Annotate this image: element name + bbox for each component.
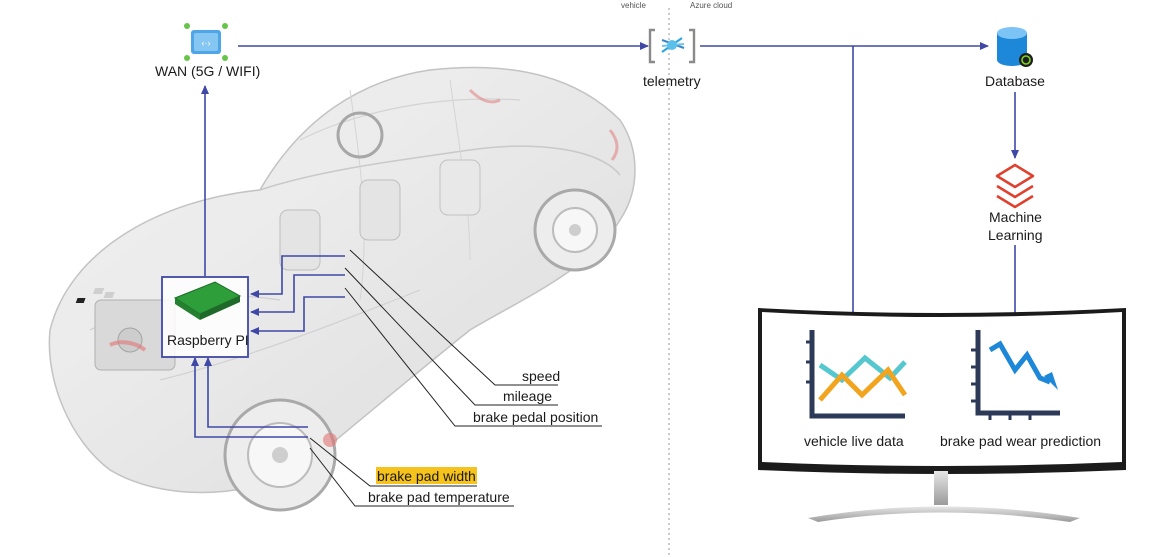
telemetry-label: telemetry — [643, 73, 701, 89]
machine-learning-icon — [995, 163, 1035, 209]
wan-icon: ‹·› — [184, 23, 228, 61]
monitor — [758, 308, 1126, 522]
car-illustration — [48, 66, 636, 512]
monitor-prediction-label: brake pad wear prediction — [940, 433, 1102, 449]
sensor-brake-pad-width-label: brake pad width — [377, 468, 476, 484]
monitor-live-data-label: vehicle live data — [804, 433, 904, 449]
machine-learning-label-line2: Learning — [988, 227, 1043, 243]
sensor-speed-label: speed — [522, 368, 561, 384]
database-icon — [997, 27, 1033, 67]
machine-learning-label-line1: Machine — [989, 209, 1042, 225]
svg-text:‹·›: ‹·› — [202, 38, 211, 48]
sensor-brake-pad-temperature-label: brake pad temperature — [368, 489, 510, 505]
data-arrows — [191, 42, 1019, 438]
sensor-mileage-label: mileage — [503, 388, 553, 404]
sensor-leaders — [309, 249, 602, 507]
live-data-chart-icon — [806, 330, 908, 419]
telemetry-icon — [648, 28, 696, 64]
highlight-marker — [376, 467, 477, 484]
raspberry-board-icon — [75, 281, 242, 320]
zone-label-azure-cloud: Azure cloud — [690, 1, 733, 10]
zone-label-vehicle: vehicle — [621, 1, 646, 10]
sensor-brake-pedal-label: brake pedal position — [473, 409, 599, 425]
database-label: Database — [985, 73, 1045, 89]
prediction-chart-icon — [971, 330, 1060, 420]
raspberry-pi-label: Raspberry PI — [167, 332, 249, 348]
wan-label: WAN (5G / WIFI) — [155, 63, 261, 79]
